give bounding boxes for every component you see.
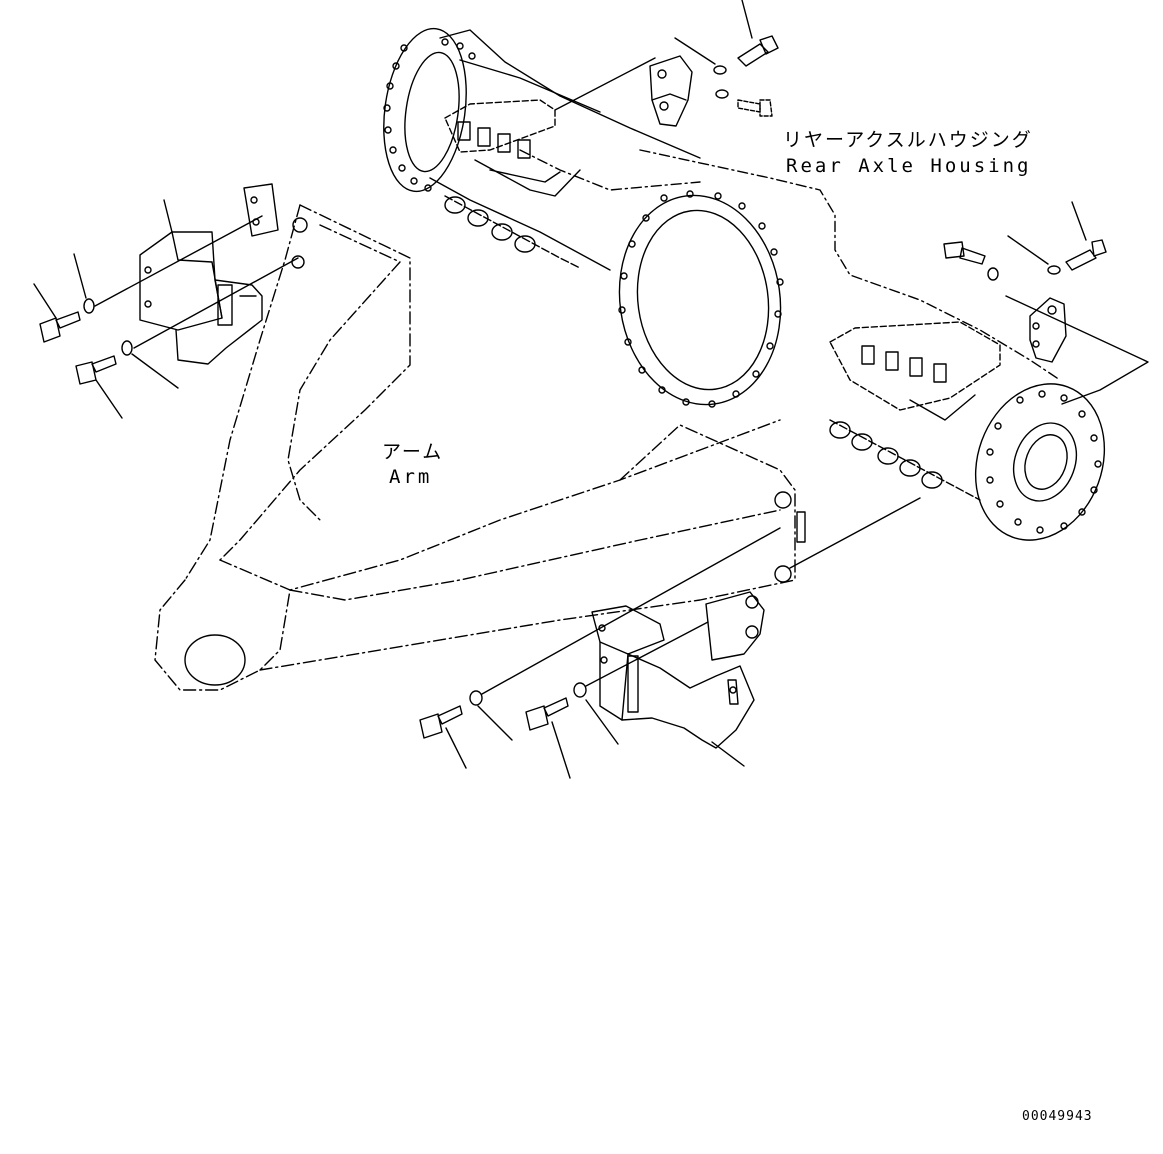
assembly-line-upper [554, 57, 656, 111]
rear-axle-housing [383, 27, 1106, 541]
housing-bracket-right [1029, 297, 1067, 363]
assembly-line-left-1 [94, 215, 263, 307]
assembly-line-left-2 [133, 257, 299, 349]
arm-label-jp: アーム [382, 441, 444, 463]
washer-upper-2 [715, 89, 729, 99]
leader-bolt-lower-1 [445, 727, 467, 769]
left-lower-links [444, 195, 581, 269]
assembly-line-lower-1 [481, 527, 781, 695]
arm-pivot-bore [184, 634, 246, 686]
arm [154, 204, 796, 691]
leader-washer-upper-1 [674, 37, 716, 65]
bolt-left-1 [39, 311, 81, 343]
bolt-lower-1 [419, 705, 463, 739]
washer-left-1 [83, 298, 95, 314]
bolt-upper-2 [737, 99, 773, 117]
leader-washer-left-1 [73, 253, 87, 299]
leader-bracket-left [163, 199, 173, 233]
leader-bolt-left-2 [95, 379, 123, 419]
housing-label-jp: リヤーアクスルハウジング [783, 129, 1033, 151]
assembly-line-lower-3 [789, 497, 921, 569]
right-flange [974, 383, 1106, 541]
bracket-lower [591, 605, 755, 749]
bracket-lower-mount-plate [705, 591, 765, 661]
housing-label-en: Rear Axle Housing [786, 155, 1032, 177]
washer-right-1 [1047, 265, 1061, 275]
arm-label-en: Arm [389, 466, 433, 488]
bolt-right-1 [1065, 239, 1107, 271]
housing-bracket-upper [649, 55, 693, 127]
drawing-code: 00049943 [1022, 1109, 1093, 1124]
bolt-lower-2 [525, 697, 569, 731]
leader-washer-right-1 [1007, 235, 1049, 265]
leader-washer-left-2 [131, 353, 179, 389]
washer-right-2 [987, 267, 999, 281]
bolt-right-2 [943, 241, 986, 265]
bracket-left-mount-plate [243, 183, 279, 237]
right-mount-blocks [829, 321, 1001, 421]
bolt-upper-1 [737, 35, 779, 67]
right-lower-links [829, 419, 981, 501]
leader-bolt-left-1 [33, 283, 57, 319]
washer-lower-2 [573, 682, 587, 698]
assembly-line-right [1005, 295, 1149, 405]
washer-left-2 [121, 340, 133, 356]
leader-washer-lower-1 [477, 705, 513, 741]
arm-mount-holes [291, 217, 806, 583]
bracket-left [139, 231, 263, 365]
washer-upper-1 [713, 65, 727, 75]
leader-bracket-lower [711, 741, 745, 767]
left-mount-blocks [444, 99, 581, 197]
leader-bolt-lower-2 [551, 721, 571, 779]
assembly-line-lower-2 [585, 621, 709, 687]
leader-bolt-right-1 [1071, 201, 1087, 241]
left-flange-bolt-holes [383, 38, 476, 192]
differential-opening [618, 190, 784, 408]
washer-lower-1 [469, 690, 483, 706]
leader-washer-lower-2 [585, 699, 619, 745]
leader-bolt-upper-1 [741, 0, 753, 39]
